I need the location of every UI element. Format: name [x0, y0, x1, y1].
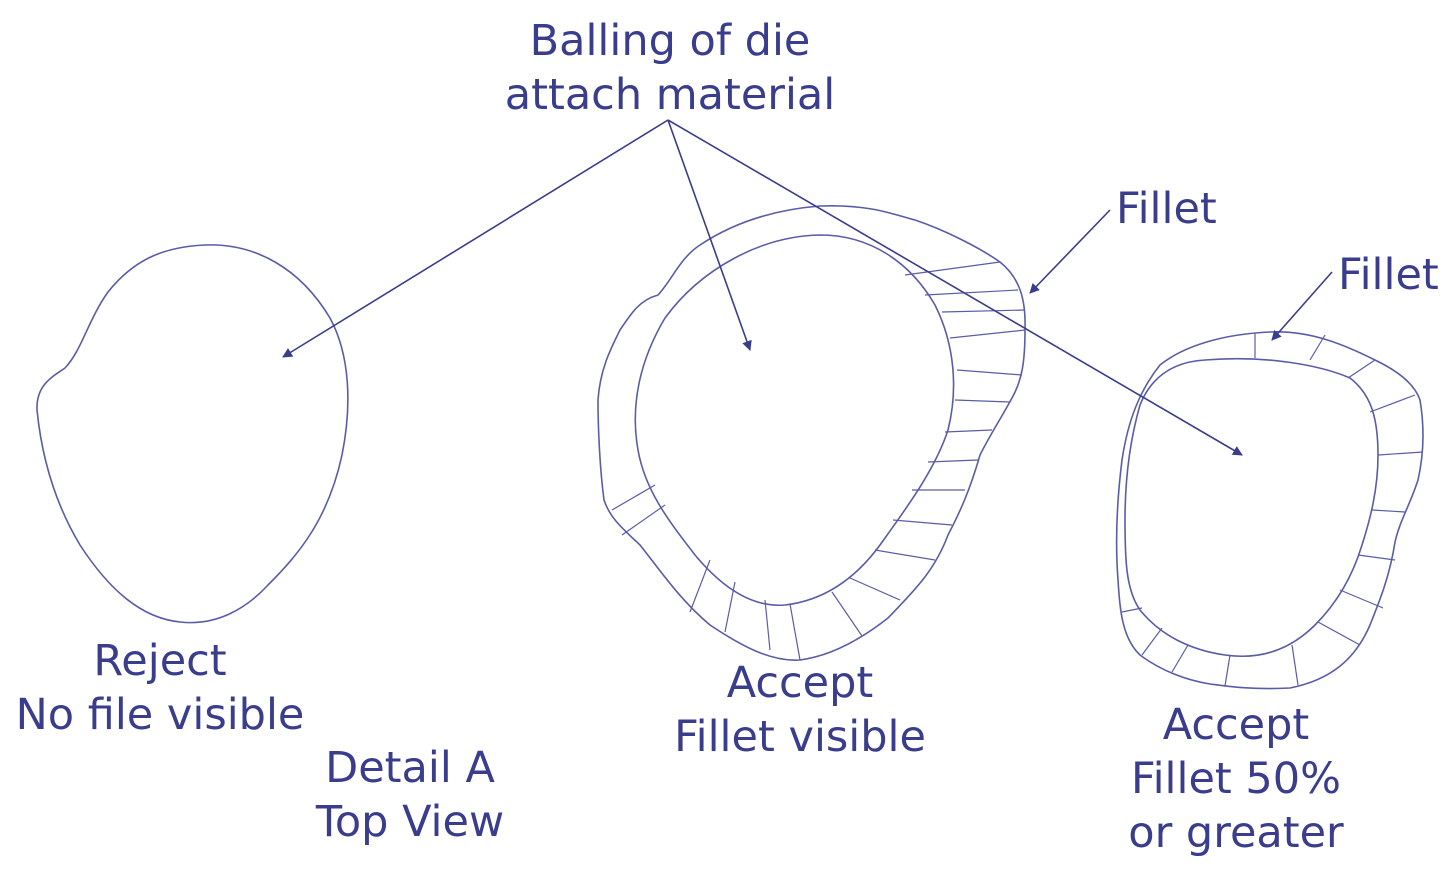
fillet-middle-leader — [1029, 209, 1111, 294]
balling-line-1: Balling of die — [529, 16, 811, 66]
die-inner-outline-right — [1124, 357, 1379, 658]
die-inner-outline — [634, 234, 955, 606]
reject-die-outline — [36, 244, 349, 624]
reject-label: Reject No file visible — [16, 634, 305, 742]
balling-callout-label: Balling of die attach material — [505, 14, 835, 122]
reject-line-2: No file visible — [15, 690, 305, 740]
fillet-outer-outline — [597, 204, 1026, 661]
balling-line-2: attach material — [504, 70, 836, 120]
fillet-hatching-right — [1121, 333, 1424, 687]
accept-middle-line-2: Fillet visible — [674, 712, 926, 762]
accept-middle-line-1: Accept — [726, 658, 874, 708]
fillet-50-shape — [1115, 331, 1424, 690]
reject-line-1: Reject — [93, 636, 227, 686]
fillet-right-leader — [1271, 271, 1333, 341]
fillet-middle-text: Fillet — [1116, 184, 1217, 234]
fillet-hatching — [611, 261, 1026, 661]
accept-fillet-50-label: Accept Fillet 50% or greater — [1128, 698, 1343, 860]
detail-line-2: Top View — [315, 797, 505, 847]
fillet-right-text: Fillet — [1338, 250, 1439, 300]
fillet-outer-outline-right — [1115, 331, 1424, 690]
accept-right-line-2: Fillet 50% — [1130, 754, 1342, 804]
fillet-middle-label: Fillet — [1116, 182, 1217, 236]
accept-right-line-1: Accept — [1162, 700, 1310, 750]
fillet-visible-shape — [597, 204, 1026, 661]
detail-label: Detail A Top View — [316, 741, 504, 849]
fillet-right-label: Fillet — [1338, 248, 1439, 302]
detail-line-1: Detail A — [325, 743, 495, 793]
accept-right-line-3: or greater — [1128, 808, 1344, 858]
balling-leaders — [282, 119, 1243, 456]
accept-fillet-visible-label: Accept Fillet visible — [674, 656, 926, 764]
